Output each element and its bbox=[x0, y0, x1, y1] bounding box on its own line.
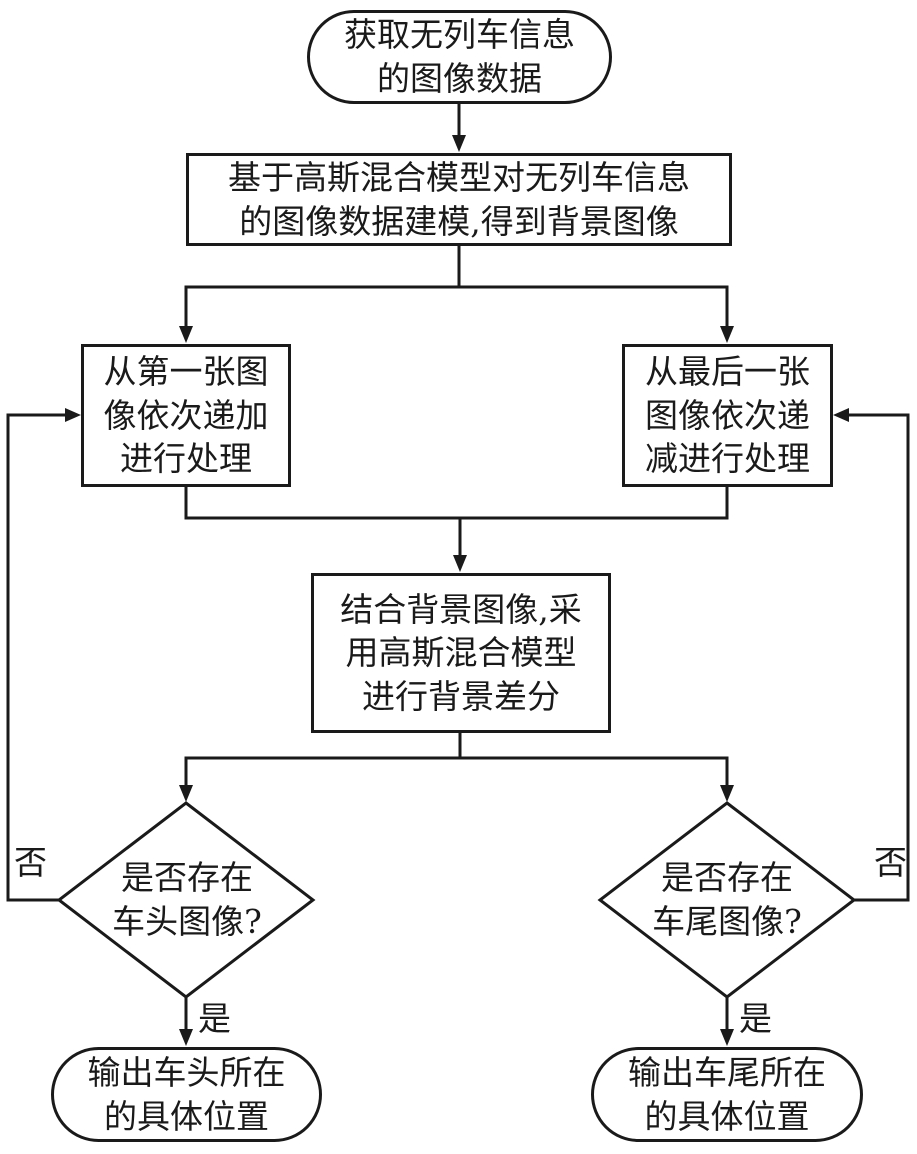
arrowheads bbox=[65, 135, 849, 1046]
output-tail-node: 输出车尾所在 的具体位置 bbox=[591, 1047, 863, 1142]
connector-lines bbox=[6, 102, 910, 1033]
no-label-right: 否 bbox=[874, 843, 907, 882]
yes-label-left: 是 bbox=[198, 999, 231, 1038]
start-node: 获取无列车信息 的图像数据 bbox=[307, 10, 612, 104]
process-backward-node: 从最后一张 图像依次递 减进行处理 bbox=[622, 344, 833, 487]
model-background-node: 基于高斯混合模型对无列车信息 的图像数据建模,得到背景图像 bbox=[186, 153, 732, 246]
decision-head-text: 是否存在 车头图像? bbox=[112, 858, 262, 941]
process-forward-node: 从第一张图 像依次递加 进行处理 bbox=[81, 344, 291, 487]
decision-head-diamond bbox=[56, 801, 316, 999]
no-label-left: 否 bbox=[14, 843, 47, 882]
decision-diamonds bbox=[56, 801, 857, 999]
output-head-node: 输出车头所在 的具体位置 bbox=[51, 1047, 322, 1142]
decision-tail-diamond bbox=[597, 801, 857, 999]
yes-label-right: 是 bbox=[739, 999, 772, 1038]
background-difference-node: 结合背景图像,采 用高斯混合模型 进行背景差分 bbox=[311, 573, 611, 733]
decision-tail-text: 是否存在 车尾图像? bbox=[652, 858, 802, 941]
